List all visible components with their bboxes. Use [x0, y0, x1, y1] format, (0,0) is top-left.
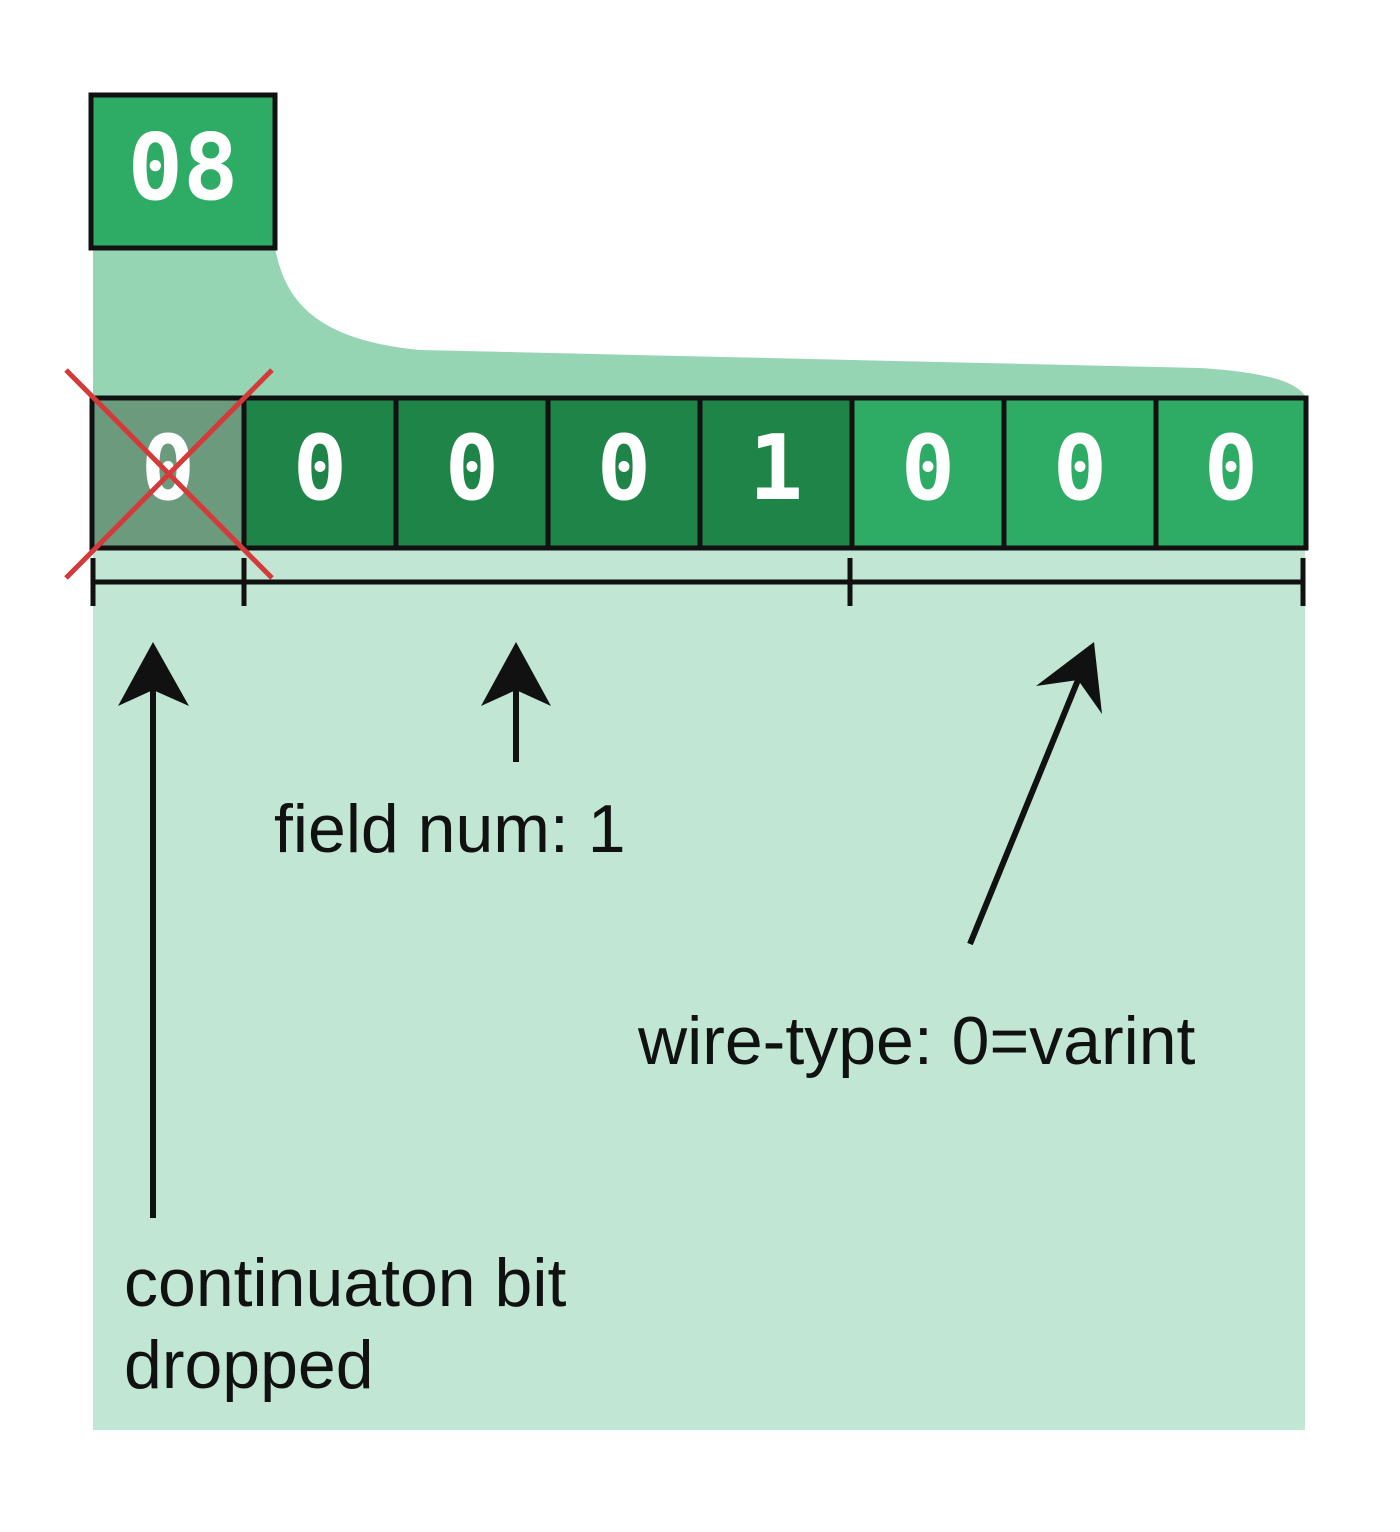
dropped-bit-cross [64, 368, 274, 580]
bit-cell-3-bg [545, 395, 703, 551]
bit-cell-1: 0 [241, 395, 399, 551]
wire-type-label: wire-type: 0=varint [637, 1003, 1196, 1079]
bit-cell-3-value: 0 [597, 416, 651, 521]
wire-type-arrow-shaft [967, 678, 1081, 946]
annotation-panel [93, 548, 1305, 1430]
field-num-label: field num: 1 [274, 791, 626, 867]
bit-cell-4-value: 1 [749, 416, 803, 521]
bit-cell-7-bg [1153, 395, 1309, 551]
bit-cell-7: 0 [1153, 395, 1309, 551]
bit-cell-2-value: 0 [445, 416, 499, 521]
bit-cell-6: 0 [1001, 395, 1159, 551]
bit-row: 0 0 0 0 1 0 0 0 [89, 395, 1309, 551]
bit-cell-0-value: 0 [141, 416, 195, 521]
continuation-label-line2: dropped [124, 1327, 374, 1403]
hex-byte-label: 08 [128, 114, 239, 221]
bit-cell-1-bg [241, 395, 399, 551]
bit-cell-6-value: 0 [1053, 416, 1107, 521]
bit-cell-3: 0 [545, 395, 703, 551]
continuation-arrow-head [118, 642, 189, 706]
hex-byte-box-bg [88, 92, 278, 251]
bit-cell-5-value: 0 [901, 416, 955, 521]
bit-cell-7-value: 0 [1204, 416, 1258, 521]
bit-cell-2-bg [393, 395, 551, 551]
cross-stroke-b [64, 368, 274, 580]
bit-cell-4-bg [697, 395, 855, 551]
arrows [118, 642, 1102, 1218]
continuation-label-line1: continuaton bit [124, 1245, 566, 1321]
wire-type-bracket [850, 558, 1306, 606]
hex-byte-box: 08 [88, 92, 278, 251]
field-num-arrow-head [481, 642, 551, 706]
bit-cell-5: 0 [849, 395, 1007, 551]
group-brackets [90, 558, 1306, 606]
wire-type-arrow-head [1036, 642, 1102, 714]
bit-cell-4: 1 [697, 395, 855, 551]
bit-cell-2: 0 [393, 395, 551, 551]
bit-cell-1-value: 0 [293, 416, 347, 521]
